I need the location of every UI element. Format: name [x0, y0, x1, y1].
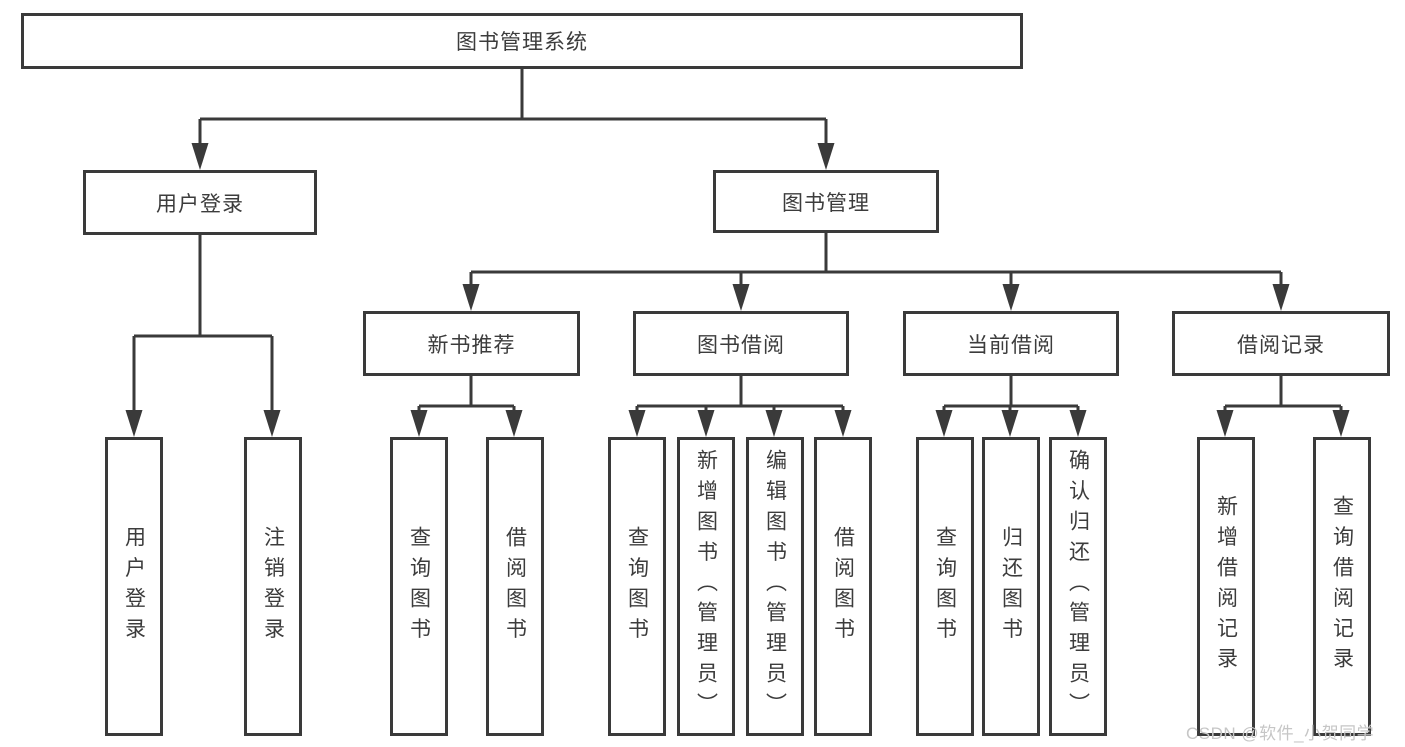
leaf-query-books-current: 查询图书 [916, 437, 974, 736]
leaf-user-login-label: 用户登录 [122, 525, 146, 648]
node-current-borrowing: 当前借阅 [903, 311, 1119, 376]
leaf-add-books-admin-label: 新增图书（管理员） [694, 449, 718, 724]
arrowheads [125, 143, 1350, 437]
leaf-logout: 注销登录 [244, 437, 302, 736]
node-new-book-recommend: 新书推荐 [363, 311, 580, 376]
leaf-confirm-return-admin: 确认归还（管理员） [1049, 437, 1107, 736]
node-current-borrowing-label: 当前借阅 [967, 333, 1055, 357]
leaf-confirm-return-admin-label: 确认归还（管理员） [1066, 449, 1090, 724]
leaf-logout-label: 注销登录 [261, 525, 285, 648]
leaf-borrow-books-recommend: 借阅图书 [486, 437, 544, 736]
leaf-edit-books-admin: 编辑图书（管理员） [746, 437, 804, 736]
leaf-borrow-books-label: 借阅图书 [831, 525, 855, 648]
node-book-management: 图书管理 [713, 170, 939, 233]
node-borrowing-records-label: 借阅记录 [1237, 333, 1325, 357]
leaf-user-login: 用户登录 [105, 437, 163, 736]
leaf-query-books-borrowing-label: 查询图书 [625, 525, 649, 648]
leaf-query-books-recommend: 查询图书 [390, 437, 448, 736]
leaf-add-borrow-record-label: 新增借阅记录 [1214, 495, 1238, 678]
node-user-login-label: 用户登录 [156, 192, 244, 216]
node-book-borrowing: 图书借阅 [633, 311, 849, 376]
node-root: 图书管理系统 [21, 13, 1023, 69]
node-root-label: 图书管理系统 [456, 31, 588, 54]
node-book-management-label: 图书管理 [782, 191, 870, 215]
node-book-borrowing-label: 图书借阅 [697, 333, 785, 357]
node-new-book-recommend-label: 新书推荐 [427, 333, 516, 357]
leaf-borrow-books-recommend-label: 借阅图书 [503, 525, 527, 648]
leaf-add-books-admin: 新增图书（管理员） [677, 437, 735, 736]
leaf-query-books-recommend-label: 查询图书 [407, 525, 431, 648]
connector-lines [132, 69, 1343, 412]
leaf-query-borrow-record: 查询借阅记录 [1313, 437, 1371, 736]
leaf-query-books-current-label: 查询图书 [933, 525, 957, 648]
node-user-login: 用户登录 [83, 170, 317, 235]
leaf-borrow-books: 借阅图书 [814, 437, 872, 736]
leaf-add-borrow-record: 新增借阅记录 [1197, 437, 1255, 736]
csdn-watermark: CSDN @软件_小贺同学 [1186, 724, 1375, 743]
leaf-query-borrow-record-label: 查询借阅记录 [1330, 495, 1354, 678]
leaf-return-books-label: 归还图书 [999, 525, 1023, 648]
node-borrowing-records: 借阅记录 [1172, 311, 1390, 376]
leaf-query-books-borrowing: 查询图书 [608, 437, 666, 736]
leaf-edit-books-admin-label: 编辑图书（管理员） [763, 449, 787, 724]
leaf-return-books: 归还图书 [982, 437, 1040, 736]
